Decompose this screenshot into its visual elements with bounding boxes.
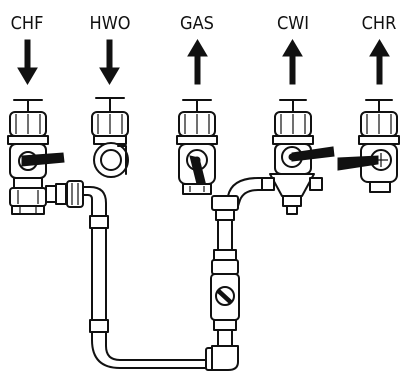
arrow-up-cwi-icon xyxy=(282,39,303,85)
arrow-down-hwo-icon xyxy=(99,39,120,85)
pipe-riser-right xyxy=(210,177,263,371)
pipe-loop-left xyxy=(55,180,223,371)
label-gas: GAS xyxy=(180,13,214,34)
label-hwo: HWO xyxy=(90,13,131,34)
label-chr: CHR xyxy=(362,13,397,34)
label-chf: CHF xyxy=(11,13,44,34)
arrow-up-gas-icon xyxy=(187,39,208,85)
valve-chf xyxy=(7,111,65,215)
arrow-up-chr-icon xyxy=(369,39,390,85)
valve-hwo xyxy=(91,111,129,178)
arrow-down-chf-icon xyxy=(17,39,38,85)
valve-chr xyxy=(337,111,400,193)
label-cwi: CWI xyxy=(277,13,309,34)
valve-stems xyxy=(13,97,393,113)
valve-cwi xyxy=(261,111,335,215)
valve-gas xyxy=(176,111,218,195)
